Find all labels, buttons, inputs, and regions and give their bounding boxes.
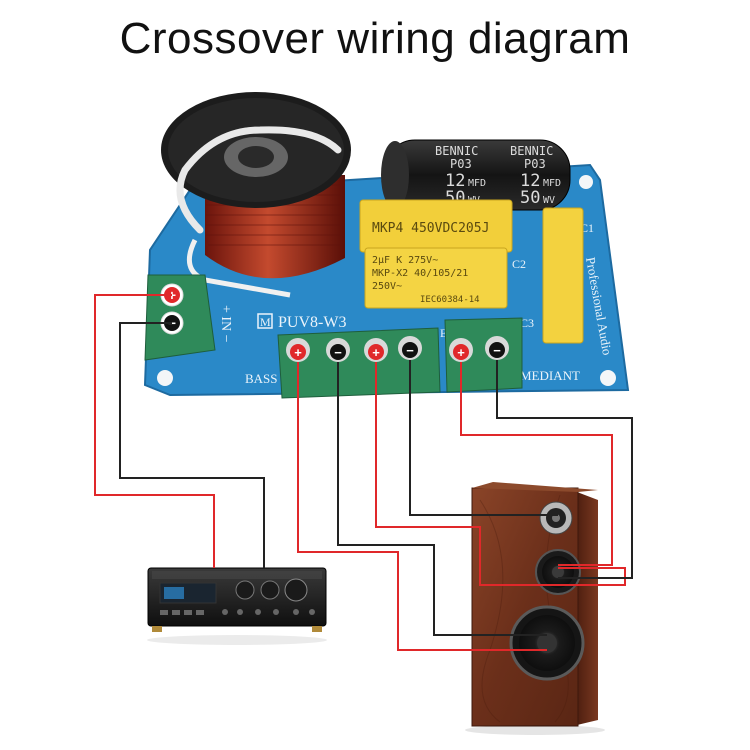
- speaker-side: [577, 492, 598, 725]
- knob-icon: [260, 580, 280, 600]
- cap-voltage-2: 50: [520, 188, 540, 208]
- wire-treble-positive: [460, 362, 613, 566]
- treble-terminal-block: [444, 317, 523, 393]
- wires: [94, 294, 633, 651]
- terminal-6-sign: −: [493, 343, 501, 358]
- terminal-5-sign: +: [457, 345, 465, 360]
- film-capacitor-vertical: [542, 207, 584, 344]
- model-label: PUV8-W3: [278, 314, 346, 331]
- film-capacitor-main-label: MKP4 450VDC205J: [372, 221, 489, 236]
- terminal-4-sign: −: [406, 343, 414, 358]
- bass-label: BASS: [245, 371, 278, 386]
- midrange-driver: [535, 549, 581, 595]
- wire-input-positive: [94, 294, 215, 568]
- amplifier-foot: [312, 626, 322, 632]
- film-small-line3: 250V~: [372, 281, 402, 292]
- terminal-screw-minus-2: −: [398, 336, 422, 360]
- mediant-label: MEDIANT: [520, 368, 580, 383]
- wire-mid-negative: [409, 360, 558, 516]
- wire-mid-positive: [375, 362, 626, 586]
- terminal-3-sign: +: [372, 345, 380, 360]
- terminal-screw-minus-3: −: [485, 336, 509, 360]
- cap-value-1: 12: [445, 171, 465, 191]
- cap-brand-1: BENNIC: [435, 144, 478, 158]
- output-terminal-blocks: + − + − + −: [277, 317, 523, 399]
- amplifier-buttons: [160, 609, 315, 615]
- terminal-2-sign: −: [334, 345, 342, 360]
- wire-bass-positive: [297, 362, 547, 651]
- cap-code-1: P03: [450, 157, 472, 171]
- amplifier-foot: [152, 626, 162, 632]
- inductor-coil: [161, 92, 351, 298]
- terminal-screw-plus-2: +: [364, 338, 388, 362]
- model-prefix: M: [260, 315, 271, 329]
- c3-label: C3: [520, 316, 534, 330]
- cable-tie: [176, 126, 342, 234]
- speaker-cabinet: [465, 482, 605, 735]
- terminal-screw-plus-1: +: [286, 338, 310, 362]
- in-label: + IN −: [218, 305, 233, 343]
- diagram-title: Crossover wiring diagram: [119, 14, 631, 63]
- mount-hole-icon: [157, 370, 173, 386]
- film-small-line4: IEC60384-14: [420, 295, 480, 305]
- cap-value-2: 12: [520, 171, 540, 191]
- mount-hole-icon: [579, 175, 593, 189]
- film-small-line1: 2μF K 275V~: [372, 255, 438, 266]
- wire-bass-negative: [337, 362, 547, 636]
- film-capacitors: MKP4 450VDC205J 2μF K 275V~ MKP-X2 40/10…: [359, 199, 584, 344]
- wire-treble-negative: [496, 360, 633, 579]
- volume-knob-icon: [284, 578, 308, 602]
- c1-label: C1: [580, 221, 594, 235]
- model-logo-box: [257, 313, 273, 329]
- c2-label: C2: [512, 257, 526, 271]
- mount-hole-icon: [600, 370, 616, 386]
- film-small-line2: MKP-X2 40/105/21: [372, 268, 468, 279]
- cap-code-2: P03: [524, 157, 546, 171]
- cap-brand-2: BENNIC: [510, 144, 553, 158]
- cap-unit-1: MFD: [468, 178, 486, 189]
- amplifier: [147, 567, 327, 645]
- film-capacitor-small: [364, 247, 508, 309]
- terminal-1-sign: +: [294, 345, 302, 360]
- woofer-driver: [509, 605, 585, 681]
- terminal-screw-plus-3: +: [449, 338, 473, 362]
- cap-voltage-unit-2: WV: [543, 195, 555, 206]
- terminal-screw-minus-1: −: [326, 338, 350, 362]
- wire-input-negative: [119, 322, 265, 568]
- tweeter: [539, 501, 573, 535]
- treble-letter: E: [440, 326, 447, 340]
- knob-icon: [235, 580, 255, 600]
- electrolytic-capacitors: BENNIC BENNIC P03 P03 12 MFD 12 MFD 50 W…: [381, 139, 571, 211]
- speaker-top: [472, 482, 598, 492]
- input-terminal-block: + −: [144, 274, 216, 361]
- cap-unit-2: MFD: [543, 178, 561, 189]
- electrolytic-capacitor: [385, 140, 570, 210]
